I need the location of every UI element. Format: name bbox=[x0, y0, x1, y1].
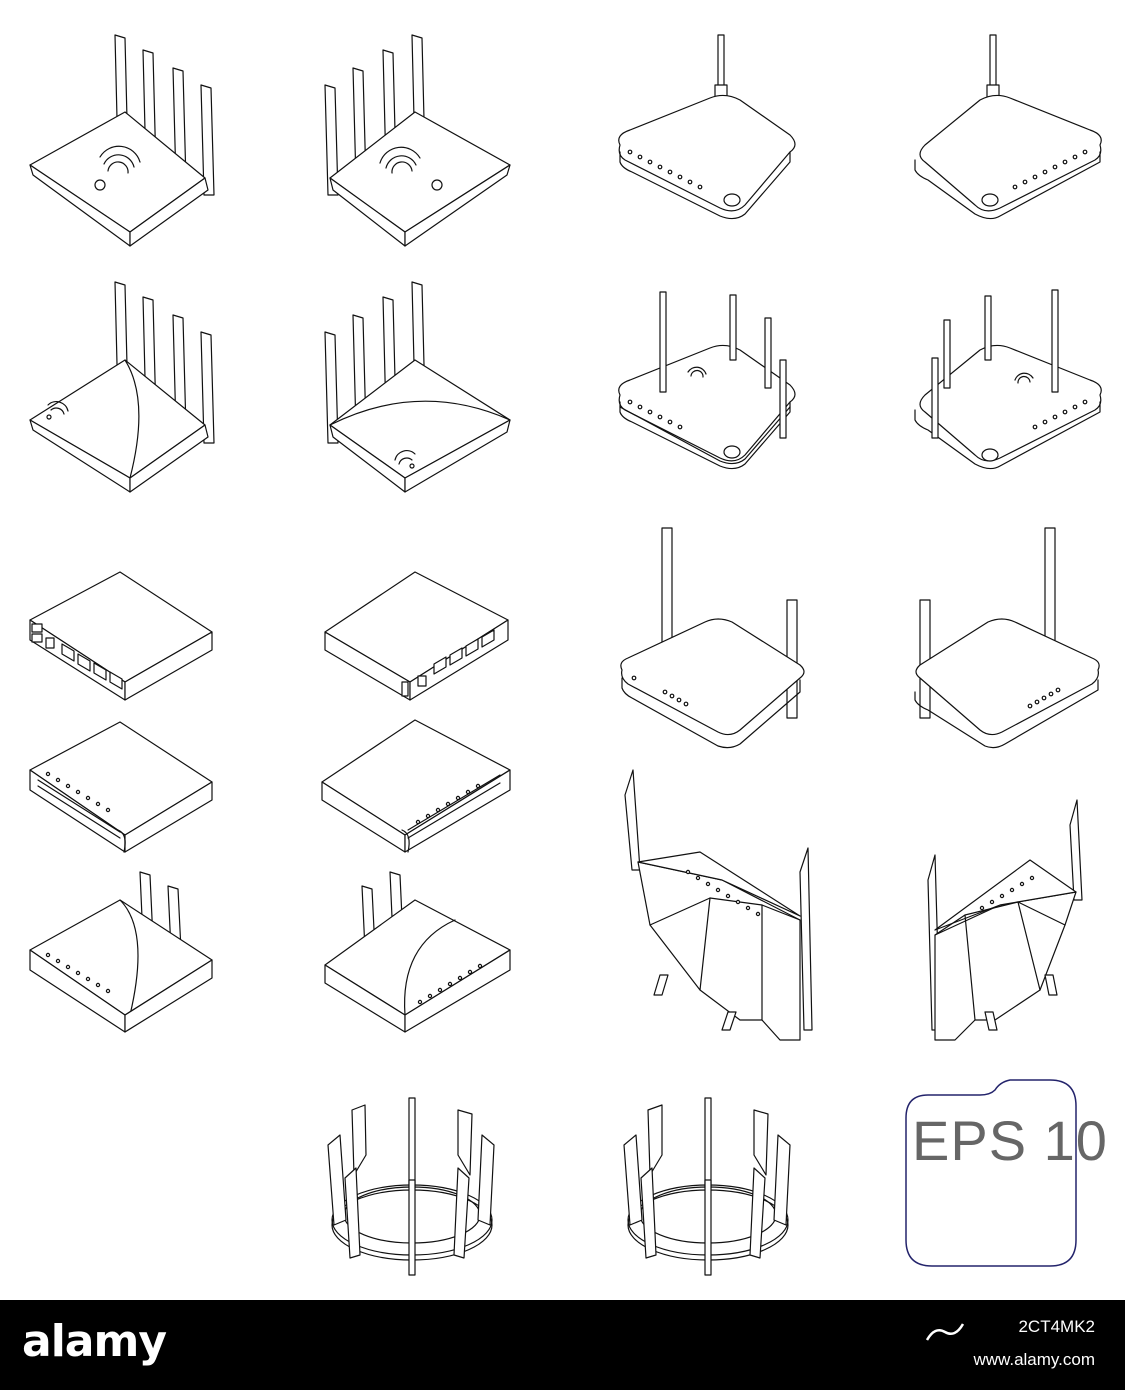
modem-two-antenna-left bbox=[29, 871, 213, 1033]
wifi-icon bbox=[394, 450, 416, 469]
watermark-bar: alamy 2CT4MK2 www.alamy.com bbox=[0, 1300, 1125, 1390]
status-lights bbox=[415, 783, 481, 825]
router-four-antenna-wifi-right bbox=[324, 34, 511, 247]
gaming-router-standing-left bbox=[624, 769, 813, 1041]
modem-two-antenna-right bbox=[324, 871, 511, 1033]
status-lights bbox=[627, 399, 683, 430]
status-lights bbox=[417, 963, 483, 1005]
wifi-icon bbox=[687, 366, 707, 378]
network-switch-ports-left bbox=[29, 571, 213, 701]
brand-wordmark: alamy bbox=[22, 1316, 167, 1367]
status-lights bbox=[45, 771, 111, 813]
router-icon-sheet: EPS 10 bbox=[29, 34, 1108, 1276]
wifi-icon bbox=[1014, 372, 1034, 384]
status-lights bbox=[45, 952, 111, 994]
round-router-eight-antenna-right bbox=[623, 1097, 791, 1276]
network-box-lights-right bbox=[321, 719, 511, 853]
gaming-router-standing-right bbox=[927, 799, 1083, 1041]
router-single-antenna-right bbox=[914, 34, 1102, 220]
router-four-antenna-curved-left bbox=[29, 281, 215, 493]
router-four-antenna-wifi-left bbox=[29, 34, 215, 247]
router-four-antenna-curved-right bbox=[324, 281, 511, 493]
wifi-icon bbox=[46, 401, 69, 420]
status-lights bbox=[685, 869, 761, 917]
network-box-lights-left bbox=[29, 721, 213, 853]
eps-badge: EPS 10 bbox=[905, 1079, 1108, 1267]
wifi-icon bbox=[379, 146, 443, 191]
alamy-logo-icon bbox=[925, 1323, 965, 1341]
router-single-antenna-left bbox=[618, 34, 796, 220]
status-lights bbox=[1012, 149, 1088, 190]
round-router-eight-antenna-left bbox=[327, 1097, 495, 1276]
ethernet-ports bbox=[401, 629, 495, 697]
router-two-antenna-left bbox=[620, 527, 805, 749]
site-url-text: www.alamy.com bbox=[973, 1350, 1095, 1369]
status-lights bbox=[1027, 687, 1061, 709]
router-four-antenna-flat-right bbox=[914, 289, 1102, 470]
eps-badge-text: EPS 10 bbox=[912, 1109, 1108, 1172]
router-two-antenna-right bbox=[914, 527, 1100, 749]
image-id-text: 2CT4MK2 bbox=[1018, 1317, 1095, 1336]
network-switch-ports-right bbox=[324, 571, 509, 701]
router-four-antenna-flat-left bbox=[618, 291, 796, 470]
status-lights bbox=[631, 675, 689, 707]
status-lights bbox=[1032, 399, 1088, 430]
wifi-icon bbox=[94, 145, 141, 191]
status-lights bbox=[627, 149, 703, 190]
status-lights bbox=[979, 875, 1035, 911]
ethernet-ports bbox=[31, 623, 123, 690]
